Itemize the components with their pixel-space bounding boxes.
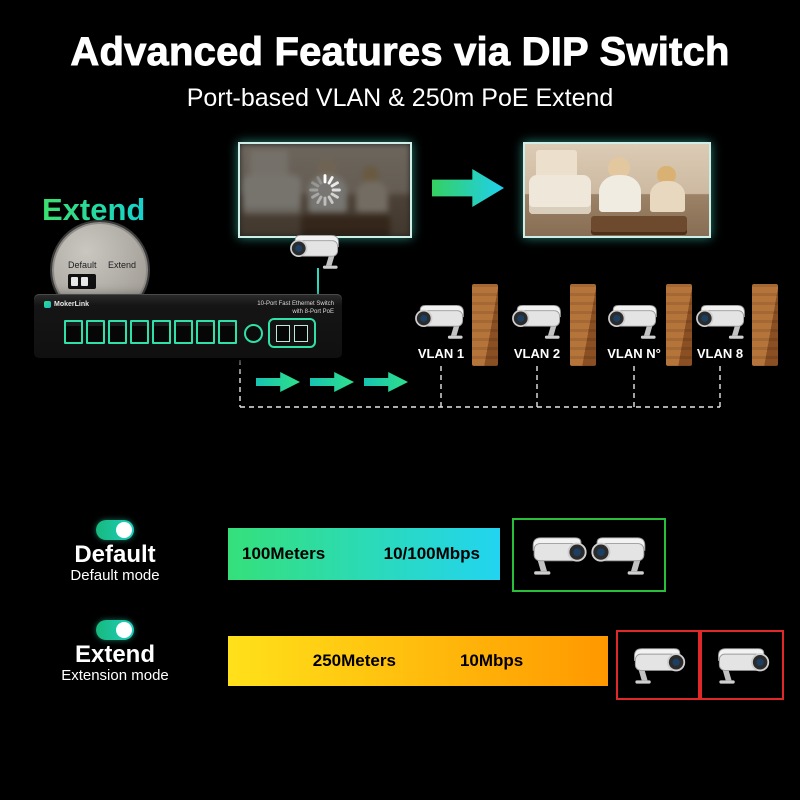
vlan-label-n: VLAN N° — [607, 346, 661, 361]
vlan-n-camera-icon — [606, 302, 662, 340]
default-speed: 10/100Mbps — [383, 544, 480, 563]
vlan-label-1: VLAN 1 — [417, 346, 465, 361]
dip-default-label: Default — [68, 260, 97, 270]
extend-mode-toggle — [96, 620, 134, 640]
switch-brand: MokerLink — [44, 301, 89, 308]
camera-icon — [527, 534, 589, 576]
default-range-bar: 100Meters 10/100Mbps — [228, 528, 500, 580]
dip-switch-highlight — [244, 324, 263, 343]
ethernet-ports — [64, 320, 237, 344]
toggle-knob — [116, 522, 132, 538]
camera-icon — [629, 645, 687, 685]
extend-mode-name: Extend — [74, 641, 155, 668]
page-subtitle: Port-based VLAN & 250m PoE Extend — [186, 84, 614, 112]
room-photo-clear — [523, 142, 711, 238]
vlan-label-2: VLAN 2 — [513, 346, 561, 361]
flow-arrow-icon — [364, 372, 408, 392]
extend-camera-box-1 — [616, 630, 700, 700]
default-mode-desc: Default mode — [70, 567, 160, 584]
vlan-wall — [570, 284, 596, 366]
vlan2-camera-icon — [510, 302, 566, 340]
vlan-wall — [752, 284, 778, 366]
extend-speed: 10Mbps — [459, 651, 524, 670]
switch-title-line2: with 8-Port PoE — [292, 309, 334, 315]
flow-arrow-icon — [256, 372, 300, 392]
loading-spinner-icon — [307, 172, 343, 208]
switch-title: 10-Port Fast Ethernet Switch with 8-Port… — [257, 300, 334, 316]
camera-icon — [713, 645, 771, 685]
transition-arrow-icon — [432, 169, 504, 207]
vlan-wall — [666, 284, 692, 366]
extend-mode-desc: Extension mode — [61, 667, 169, 684]
page-title: Advanced Features via DIP Switch — [70, 30, 730, 75]
vlan-label-8: VLAN 8 — [696, 346, 744, 361]
room-photo-loading — [238, 142, 412, 238]
dip-extend-label: Extend — [108, 260, 137, 270]
default-mode-toggle — [96, 520, 134, 540]
extend-camera-box-2 — [700, 630, 784, 700]
extend-heading: Extend — [42, 192, 146, 227]
default-distance: 100Meters — [242, 544, 326, 563]
camera-icon — [589, 534, 651, 576]
switch-title-line1: 10-Port Fast Ethernet Switch — [257, 301, 334, 307]
dip-switch-icon — [68, 274, 96, 289]
vlan-wall — [472, 284, 498, 366]
extend-distance: 250Meters — [312, 651, 396, 670]
vlan1-camera-icon — [413, 302, 469, 340]
flow-arrow-icon — [310, 372, 354, 392]
default-cameras-box — [512, 518, 666, 592]
brand-text: MokerLink — [54, 301, 90, 308]
room-scene-blurred — [240, 144, 410, 236]
brand-logo-icon — [44, 301, 51, 308]
uplink-ports — [268, 318, 316, 348]
poe-switch-device: MokerLink 10-Port Fast Ethernet Switch w… — [34, 294, 342, 358]
toggle-knob — [116, 622, 132, 638]
room-scene-clear — [525, 144, 709, 236]
source-camera-icon — [288, 232, 344, 270]
extend-range-bar: 250Meters 10Mbps — [228, 636, 608, 686]
vlan8-camera-icon — [694, 302, 750, 340]
default-mode-name: Default — [74, 541, 156, 568]
